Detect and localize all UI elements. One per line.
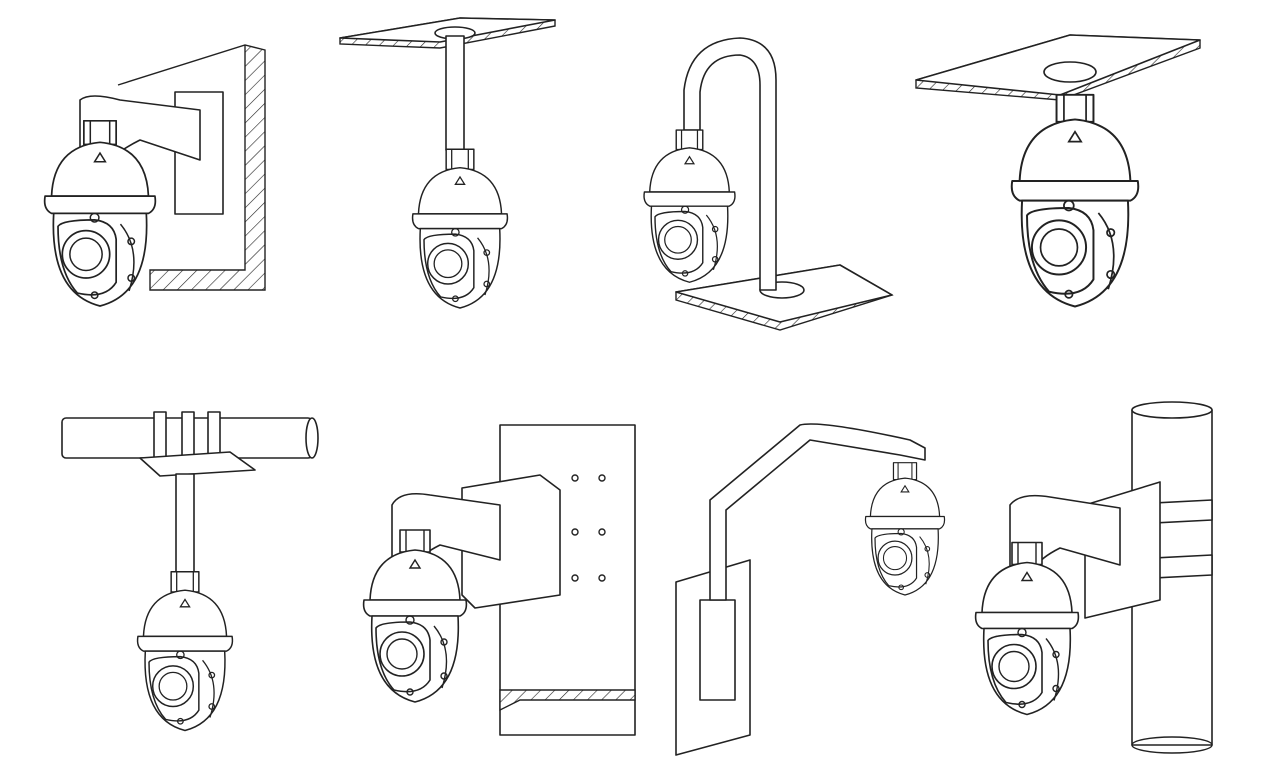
panel-corner-mount: [362, 424, 636, 736]
ptz-camera: [411, 148, 509, 309]
wall-bracket: [699, 599, 736, 701]
ptz-camera: [43, 120, 157, 307]
ptz-camera: [362, 529, 468, 703]
panel-wall-mount: [43, 44, 266, 307]
panel-parapet-gooseneck: [643, 37, 894, 331]
wall: [117, 44, 266, 291]
ptz-camera: [136, 570, 234, 732]
panel-pole-mount: [974, 401, 1213, 754]
pendant-pipe: [175, 473, 195, 575]
ptz-camera: [864, 461, 946, 596]
ptz-camera: [974, 541, 1080, 716]
gooseneck-arm: [709, 423, 926, 601]
pendant-pipe: [445, 35, 465, 151]
panel-ceiling-mount: [915, 34, 1201, 308]
ptz-camera: [643, 129, 736, 284]
ptz-camera: [1010, 93, 1140, 308]
panel-ceiling-pendant: [339, 17, 556, 309]
panel-pipe-pendant: [61, 411, 319, 732]
ceiling-adapter: [1043, 61, 1097, 83]
panel-wall-gooseneck: [675, 423, 946, 756]
